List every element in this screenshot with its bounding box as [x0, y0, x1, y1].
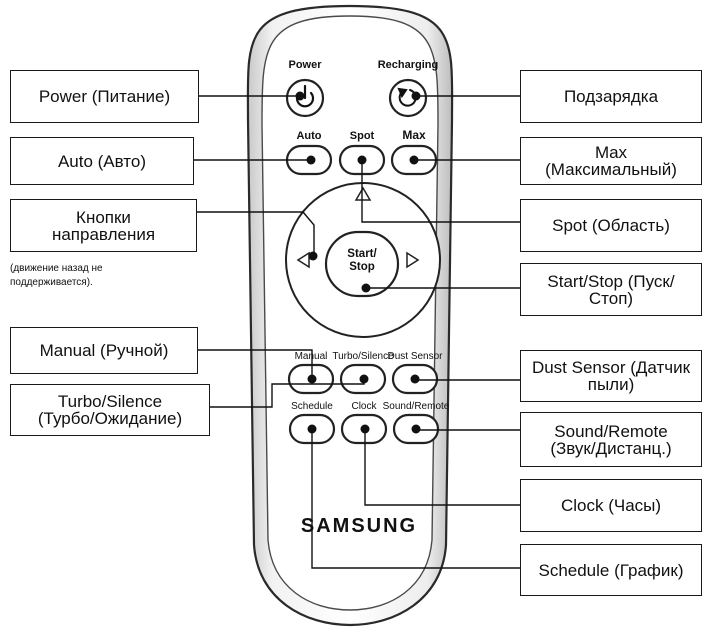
callout-spot: Spot (Область): [520, 199, 702, 252]
manual-caption: Manual: [295, 351, 328, 362]
recharging-button[interactable]: [390, 80, 426, 116]
callout-auto: Auto (Авто): [10, 137, 194, 185]
sound-remote-caption: Sound/Remote: [383, 401, 450, 412]
callout-recharging: Подзарядка: [520, 70, 702, 123]
brand-logo: SAMSUNG: [301, 515, 417, 537]
callout-max: Max(Максимальный): [520, 137, 702, 185]
callout-power: Power (Питание): [10, 70, 199, 123]
callout-sound-remote: Sound/Remote(Звук/Дистанц.): [520, 412, 702, 467]
auto-caption: Auto: [296, 130, 321, 142]
schedule-caption: Schedule: [291, 401, 333, 412]
callout-clock: Clock (Часы): [520, 479, 702, 532]
turbo-silence-caption: Turbo/Silence: [332, 351, 394, 362]
start-stop-caption: Start/Stop: [347, 248, 377, 273]
max-caption: Max: [402, 128, 426, 142]
callout-start-stop: Start/Stop (Пуск/Стоп): [520, 263, 702, 316]
callout-manual: Manual (Ручной): [10, 327, 198, 374]
callout-turbo-silence: Turbo/Silence(Турбо/Ожидание): [10, 384, 210, 436]
dust-sensor-caption: Dust Sensor: [387, 351, 443, 362]
clock-caption: Clock: [351, 401, 377, 412]
callout-schedule: Schedule (График): [520, 544, 702, 596]
power-caption: Power: [288, 59, 322, 71]
spot-caption: Spot: [350, 130, 375, 142]
recharging-caption: Recharging: [378, 59, 439, 71]
